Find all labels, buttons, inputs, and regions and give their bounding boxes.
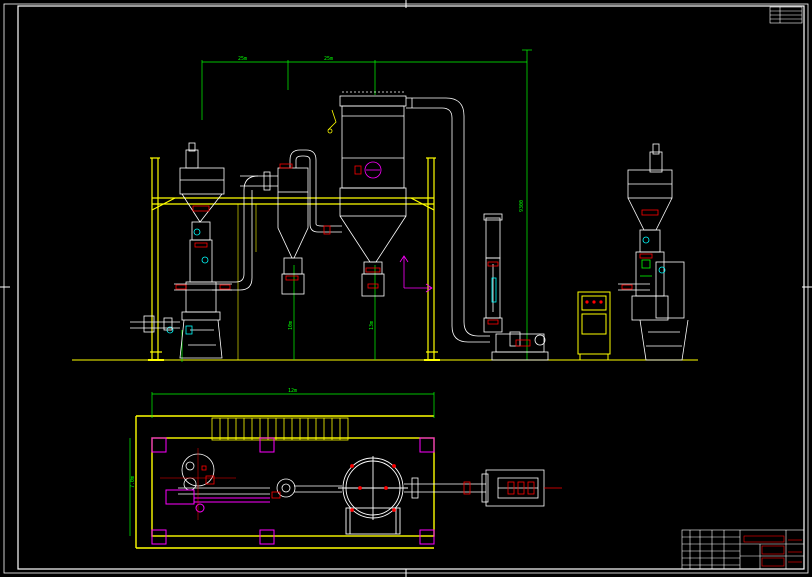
cyclone-separator — [277, 149, 342, 295]
collector-details — [364, 161, 382, 179]
fan-fittings — [491, 277, 497, 303]
title-block-icon — [681, 529, 805, 570]
dim-height-left: 10m — [288, 321, 294, 330]
side-elevation-view — [618, 143, 689, 361]
feed-pipe-left — [130, 315, 180, 333]
title-block-red — [743, 535, 802, 567]
bag-filter-collector — [339, 91, 407, 297]
plan-stair-grid — [211, 417, 349, 441]
plan-view: 12m 7.0m — [129, 388, 562, 549]
dim-plan-depth: 7.0m — [130, 476, 136, 488]
fan-valves — [487, 261, 531, 347]
dimension-lines — [181, 49, 532, 362]
plan-collector-legs — [350, 464, 396, 512]
plan-fan — [481, 469, 562, 507]
plan-cyclone — [276, 478, 342, 498]
exhaust-duct — [406, 97, 490, 343]
control-cabinet — [576, 291, 612, 361]
mill-machine-left — [174, 142, 232, 359]
plan-valves — [201, 465, 215, 485]
plan-feeder — [165, 489, 270, 513]
side-view-fittings — [642, 236, 666, 274]
plan-duct — [404, 477, 486, 499]
cabinet-buttons — [585, 300, 603, 304]
collector-valves — [354, 165, 381, 289]
dim-span-left: 25m — [238, 56, 247, 62]
cyclone-valves — [279, 163, 331, 281]
axis-marker-icon — [399, 255, 433, 293]
steel-platform — [148, 157, 440, 361]
dim-total-height: 9300 — [519, 200, 525, 212]
side-view-valves — [621, 209, 659, 290]
induced-fan — [483, 213, 549, 361]
crosshair-icon — [160, 448, 236, 520]
plan-collector — [338, 456, 408, 535]
collector-gauge — [327, 109, 337, 134]
pipe-mill-to-cyclone — [212, 171, 278, 291]
side-view-green — [640, 259, 652, 277]
mill-fittings — [166, 228, 209, 335]
dim-height-mid: 13m — [369, 321, 375, 330]
plan-dimensions — [129, 392, 435, 536]
dim-plan-width: 12m — [288, 388, 297, 394]
elevation-view: 25m 25m 9300 10m 13m — [72, 49, 698, 362]
plan-fan-detail — [507, 481, 535, 495]
revision-box — [769, 6, 803, 24]
dim-span-right: 25m — [324, 56, 333, 62]
mill-valves-left — [175, 205, 231, 290]
plan-anchor-pads — [151, 437, 435, 545]
plan-mill — [178, 453, 270, 495]
